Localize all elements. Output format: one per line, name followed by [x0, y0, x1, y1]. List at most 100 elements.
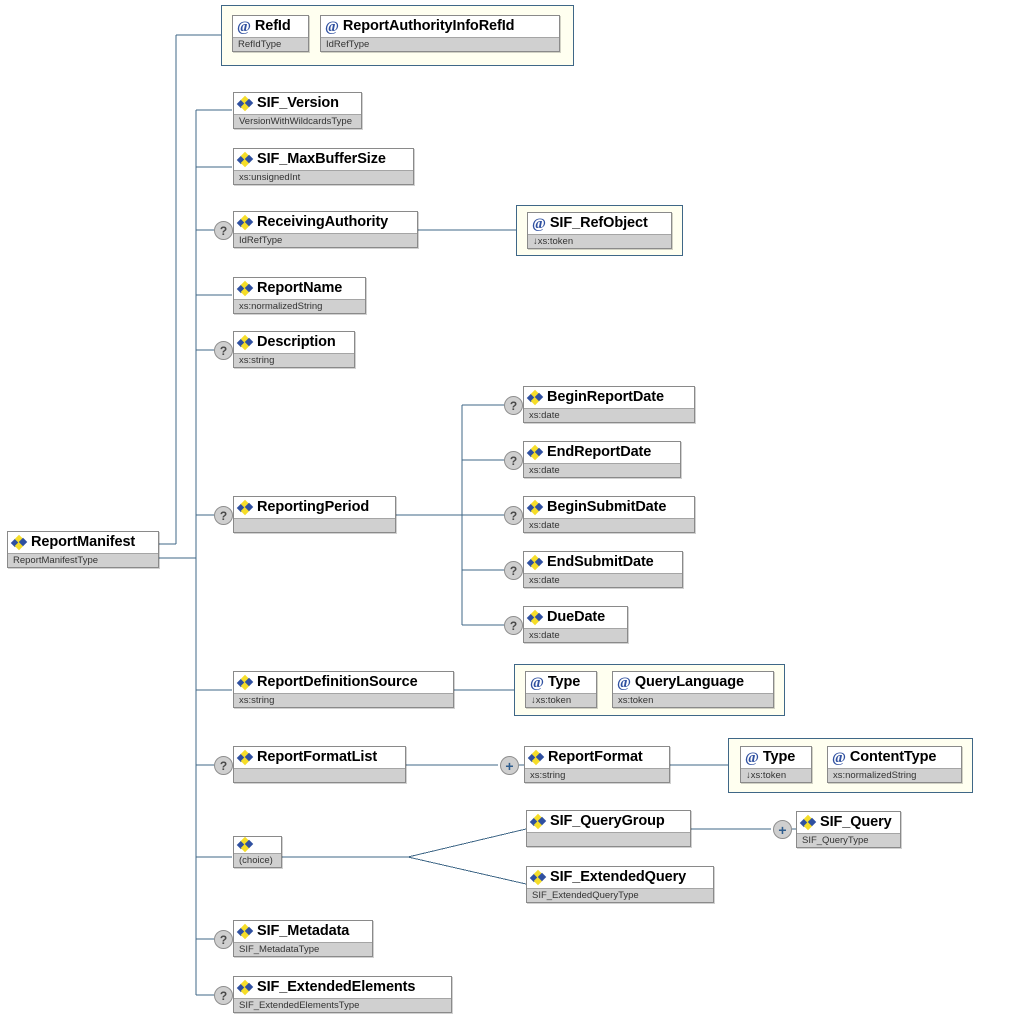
occurrence-oneormore-reportformat: + [500, 756, 519, 775]
node-type: xs:token [613, 693, 773, 707]
attribute-node-reportauthorityinforefid-name: @ ReportAuthorityInfoRefId [321, 16, 559, 37]
element-node-duedate-name: DueDate [524, 607, 627, 628]
element-node-sif_query[interactable]: SIF_Query SIF_QueryType [796, 811, 901, 848]
attribute-node-reportauthorityinforefid[interactable]: @ ReportAuthorityInfoRefId IdRefType [320, 15, 560, 52]
node-type: ↓xs:token [526, 693, 596, 707]
attribute-icon: @ [832, 749, 846, 766]
element-node-beginsubmitdate-name: BeginSubmitDate [524, 497, 694, 518]
node-type: xs:date [524, 573, 682, 587]
element-node-reportformatlist-name: ReportFormatList [234, 747, 405, 768]
node-type: xs:normalizedString [828, 768, 961, 782]
element-node-reportformatlist[interactable]: ReportFormatList [233, 746, 406, 783]
node-label: DueDate [547, 609, 606, 625]
node-label: RefId [254, 18, 291, 34]
occurrence-label: ? [219, 988, 228, 1003]
node-label: EndSubmitDate [547, 554, 654, 570]
attribute-node-querylanguage[interactable]: @ QueryLanguage xs:token [612, 671, 774, 708]
element-node-beginreportdate[interactable]: BeginReportDate xs:date [523, 386, 695, 423]
choice-node[interactable]: (choice) [233, 836, 282, 868]
element-icon [526, 444, 544, 460]
element-node-sif_extendedquery-name: SIF_ExtendedQuery [527, 867, 713, 888]
node-type: (choice) [234, 853, 281, 867]
element-node-sif_maxbuffersize-name: SIF_MaxBufferSize [234, 149, 413, 170]
element-node-beginsubmitdate[interactable]: BeginSubmitDate xs:date [523, 496, 695, 533]
element-node-reportingperiod[interactable]: ReportingPeriod [233, 496, 396, 533]
element-node-reportname[interactable]: ReportName xs:normalizedString [233, 277, 366, 314]
element-node-reportdefinitionsource-name: ReportDefinitionSource [234, 672, 453, 693]
node-type: SIF_ExtendedElementsType [234, 998, 451, 1012]
node-label: QueryLanguage [634, 674, 744, 690]
attribute-node-sif_refobject[interactable]: @ SIF_RefObject ↓xs:token [527, 212, 672, 249]
element-node-receivingauthority[interactable]: ReceivingAuthority IdRefType [233, 211, 418, 248]
element-node-sif_metadata[interactable]: SIF_Metadata SIF_MetadataType [233, 920, 373, 957]
attribute-icon: @ [237, 18, 251, 35]
element-node-duedate[interactable]: DueDate xs:date [523, 606, 628, 643]
element-node-description[interactable]: Description xs:string [233, 331, 355, 368]
element-icon [10, 534, 28, 550]
element-node-sif_extendedquery[interactable]: SIF_ExtendedQuery SIF_ExtendedQueryType [526, 866, 714, 903]
element-node-sif_version[interactable]: SIF_Version VersionWithWildcardsType [233, 92, 362, 129]
element-node-sif_metadata-name: SIF_Metadata [234, 921, 372, 942]
element-icon [236, 923, 254, 939]
attribute-node-type-name: @ Type [526, 672, 596, 693]
occurrence-label: ? [509, 508, 518, 523]
element-node-sif_querygroup-name: SIF_QueryGroup [527, 811, 690, 832]
element-node-description-name: Description [234, 332, 354, 353]
element-node-endreportdate[interactable]: EndReportDate xs:date [523, 441, 681, 478]
attribute-node-contenttype[interactable]: @ ContentType xs:normalizedString [827, 746, 962, 783]
element-icon [236, 151, 254, 167]
element-node-reportformat[interactable]: ReportFormat xs:string [524, 746, 670, 783]
occurrence-label: ? [509, 563, 518, 578]
node-label: BeginReportDate [547, 389, 664, 405]
attribute-node-type-name: @ Type [741, 747, 811, 768]
node-type: SIF_QueryType [797, 833, 900, 847]
element-icon [236, 979, 254, 995]
element-node-endsubmitdate[interactable]: EndSubmitDate xs:date [523, 551, 683, 588]
element-icon [529, 813, 547, 829]
element-node-sif_querygroup[interactable]: SIF_QueryGroup [526, 810, 691, 847]
attribute-node-contenttype-name: @ ContentType [828, 747, 961, 768]
occurrence-label: ? [219, 223, 228, 238]
node-type: IdRefType [321, 37, 559, 51]
element-node-reportdefinitionsource[interactable]: ReportDefinitionSource xs:string [233, 671, 454, 708]
node-label: BeginSubmitDate [547, 499, 667, 515]
occurrence-label: ? [509, 398, 518, 413]
node-label: ReceivingAuthority [257, 214, 389, 230]
node-label: SIF_Version [257, 95, 339, 111]
node-type: IdRefType [234, 233, 417, 247]
element-node-endreportdate-name: EndReportDate [524, 442, 680, 463]
occurrence-label: ? [219, 343, 228, 358]
attribute-icon: @ [325, 18, 339, 35]
attribute-node-refid-name: @ RefId [233, 16, 308, 37]
node-label: ReportAuthorityInfoRefId [342, 18, 515, 34]
element-icon [526, 389, 544, 405]
node-type: xs:date [524, 518, 694, 532]
node-type [234, 768, 405, 782]
node-type: ↓xs:token [741, 768, 811, 782]
element-node-sif_extendedelements[interactable]: SIF_ExtendedElements SIF_ExtendedElement… [233, 976, 452, 1013]
node-label: SIF_QueryGroup [550, 813, 665, 829]
node-label: SIF_MaxBufferSize [257, 151, 386, 167]
element-icon [236, 674, 254, 690]
element-icon [236, 95, 254, 111]
node-label: SIF_Metadata [257, 923, 350, 939]
node-label: SIF_ExtendedElements [257, 979, 416, 995]
occurrence-optional-receivingauthority: ? [214, 221, 233, 240]
attribute-node-refid[interactable]: @ RefId RefIdType [232, 15, 309, 52]
node-type: xs:date [524, 408, 694, 422]
element-node-reportmanifest[interactable]: ReportManifest ReportManifestType [7, 531, 159, 568]
attribute-node-sif_refobject-name: @ SIF_RefObject [528, 213, 671, 234]
attribute-node-type-reportformat[interactable]: @ Type ↓xs:token [740, 746, 812, 783]
node-label: ReportFormatList [257, 749, 378, 765]
node-type [527, 832, 690, 846]
occurrence-optional-endreportdate: ? [504, 451, 523, 470]
element-icon [527, 749, 545, 765]
attribute-node-type-reportdefinitionsource[interactable]: @ Type ↓xs:token [525, 671, 597, 708]
node-type: xs:date [524, 463, 680, 477]
occurrence-optional-duedate: ? [504, 616, 523, 635]
occurrence-label: ? [509, 618, 518, 633]
element-node-sif_maxbuffersize[interactable]: SIF_MaxBufferSize xs:unsignedInt [233, 148, 414, 185]
node-label: ReportName [257, 280, 343, 296]
occurrence-optional-endsubmitdate: ? [504, 561, 523, 580]
